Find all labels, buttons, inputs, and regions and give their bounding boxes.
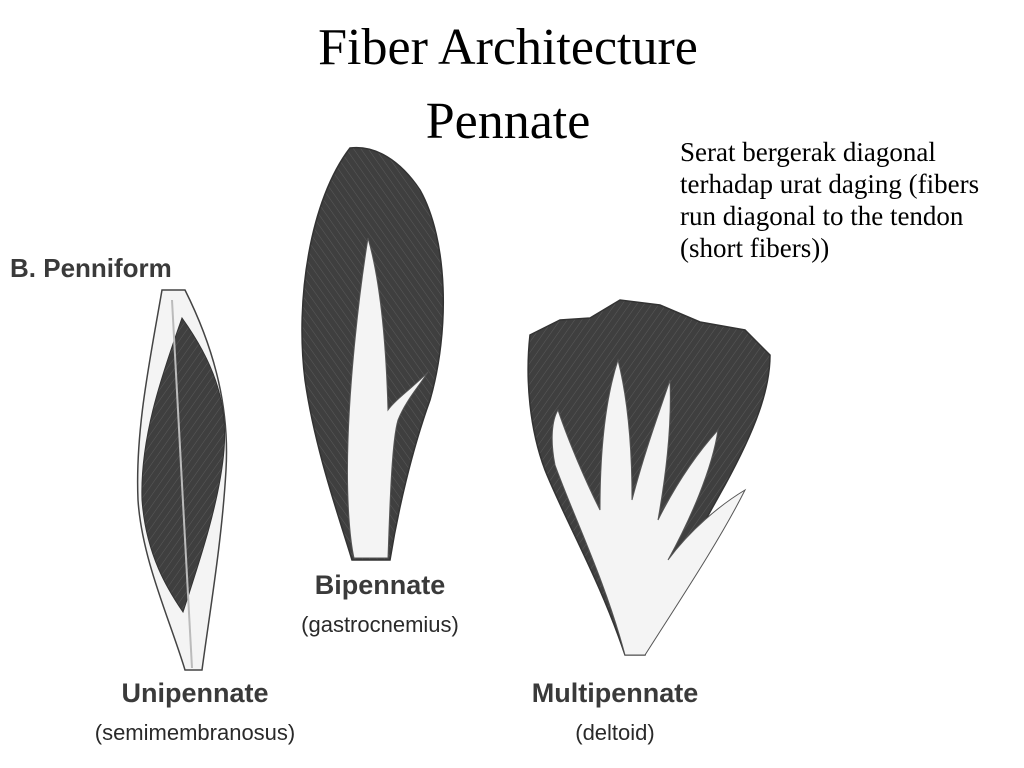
multipennate-label: Multipennate bbox=[531, 678, 699, 708]
bipennate-label: Bipennate bbox=[314, 570, 446, 600]
section-label: B. Penniform bbox=[10, 253, 172, 283]
unipennate-label: Unipennate bbox=[121, 678, 269, 708]
bipennate-example: (gastrocnemius) bbox=[301, 612, 459, 637]
multipennate-example: (deltoid) bbox=[575, 720, 655, 745]
page-title-line-1: Fiber Architecture bbox=[318, 19, 698, 76]
bipennate-illustration bbox=[301, 146, 444, 561]
unipennate-illustration bbox=[136, 289, 228, 671]
description-text: Serat bergerak diagonal terhadap urat da… bbox=[680, 137, 980, 263]
page-title-line-2: Pennate bbox=[425, 93, 591, 150]
unipennate-example: (semimembranosus) bbox=[94, 720, 296, 745]
multipennate-illustration bbox=[527, 299, 771, 656]
